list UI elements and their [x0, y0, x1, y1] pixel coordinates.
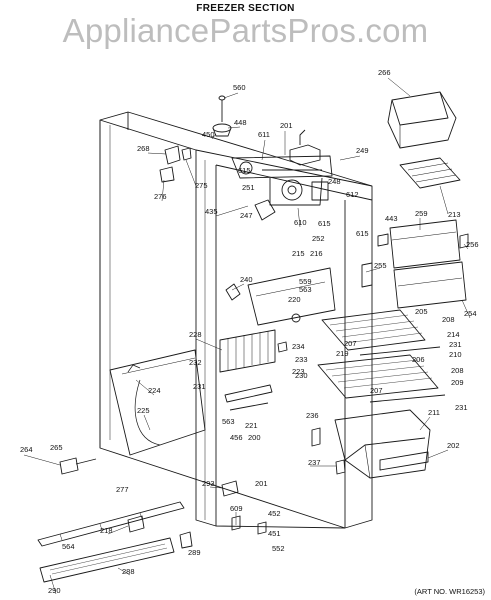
part-label: 443 [385, 214, 398, 223]
part-label: 202 [447, 441, 460, 450]
part-label: 615 [318, 219, 331, 228]
part-label: 231 [455, 403, 468, 412]
part-label: 206 [412, 355, 425, 364]
part-label: 209 [451, 378, 464, 387]
part-label: 435 [205, 207, 218, 216]
wire-shelf-lower [317, 354, 439, 399]
part-label: 259 [415, 209, 428, 218]
part-label: 215 [292, 249, 305, 258]
evaporator-coil [219, 329, 276, 373]
part-label: 231 [193, 382, 206, 391]
part-label: 612 [346, 190, 359, 199]
part-label: 254 [464, 309, 477, 318]
ice-bucket-bin [387, 91, 457, 149]
part-label: 200 [248, 433, 261, 442]
part-label: 247 [240, 211, 253, 220]
part-label: 289 [188, 548, 201, 557]
part-label: 451 [268, 529, 281, 538]
part-label: 237 [308, 458, 321, 467]
part-label: 249 [356, 146, 369, 155]
part-label: 231 [449, 340, 462, 349]
part-label: 205 [415, 307, 428, 316]
part-label: 255 [374, 261, 387, 270]
part-label: 448 [234, 118, 247, 127]
part-number-labels: 560 448 450 611 201 268 275 276 266 249 615 251 248 6… [20, 68, 479, 595]
part-label: 293 [202, 479, 215, 488]
part-label: 213 [448, 210, 461, 219]
watermark-text: AppliancePartsPros.com [62, 12, 429, 49]
toe-grille [39, 537, 175, 583]
part-label: 251 [242, 183, 255, 192]
part-label: 611 [258, 130, 270, 139]
small-hardware [59, 233, 469, 549]
part-label: 450 [202, 130, 215, 139]
wire-shelf-upper [321, 309, 426, 351]
heater-tube [224, 384, 273, 411]
part-label: 276 [154, 192, 167, 201]
air-duct [109, 349, 206, 456]
part-label: 552 [272, 544, 285, 553]
leader-lines [23, 77, 471, 595]
part-label: 234 [292, 342, 305, 351]
part-label: 615 [238, 166, 251, 175]
part-label: 563 [299, 285, 312, 294]
cabinet-liner [99, 111, 373, 529]
switch-parts [159, 145, 192, 183]
part-label: 563 [222, 417, 235, 426]
part-label: 560 [233, 83, 246, 92]
part-label: 232 [189, 358, 202, 367]
part-label: 208 [451, 366, 464, 375]
part-label: 201 [255, 479, 268, 488]
part-label: 221 [245, 421, 258, 430]
shelf-rails [359, 346, 446, 403]
part-label: 610 [294, 218, 307, 227]
part-label: 266 [378, 68, 391, 77]
control-housing [231, 155, 333, 206]
part-label: 210 [449, 350, 462, 359]
part-label: 288 [122, 567, 135, 576]
part-label: 559 [299, 277, 312, 286]
part-label: 456 [230, 433, 243, 442]
part-label: 236 [306, 411, 319, 420]
part-label: 224 [148, 386, 161, 395]
part-label: 214 [447, 330, 460, 339]
evaporator-cover [225, 267, 336, 326]
part-label: 290 [48, 586, 61, 595]
part-label: 208 [442, 315, 455, 324]
part-label: 609 [230, 504, 243, 513]
part-label: 207 [370, 386, 383, 395]
part-label: 201 [280, 121, 293, 130]
part-label: 256 [466, 240, 479, 249]
part-label: 275 [195, 181, 208, 190]
part-label: 452 [268, 509, 281, 518]
thermostat-knob [212, 95, 232, 137]
part-label: 240 [240, 275, 253, 284]
part-label: 233 [295, 355, 308, 364]
part-label: 277 [116, 485, 129, 494]
part-label: 219 [336, 349, 349, 358]
part-label: 264 [20, 445, 33, 454]
part-label: 615 [356, 229, 369, 238]
part-label: 218 [100, 526, 113, 535]
part-label: 223 [292, 367, 305, 376]
freezer-basket [334, 409, 431, 479]
art-number: (ART NO. WR16253) [414, 587, 485, 596]
part-label: 248 [328, 177, 341, 186]
part-label: 230 [295, 371, 308, 380]
part-label: 207 [344, 339, 357, 348]
part-label: 225 [137, 406, 150, 415]
part-label: 265 [50, 443, 63, 452]
part-label: 220 [288, 295, 301, 304]
part-label: 228 [189, 330, 202, 339]
fan-motor [254, 129, 321, 221]
section-title: FREEZER SECTION [196, 3, 295, 14]
door-shelf-panel [389, 219, 467, 309]
part-label: 211 [428, 408, 440, 417]
part-label: 268 [137, 144, 150, 153]
part-label: 252 [312, 234, 325, 243]
part-label: 564 [62, 542, 75, 551]
ice-tray [399, 157, 461, 189]
part-label: 216 [310, 249, 323, 258]
